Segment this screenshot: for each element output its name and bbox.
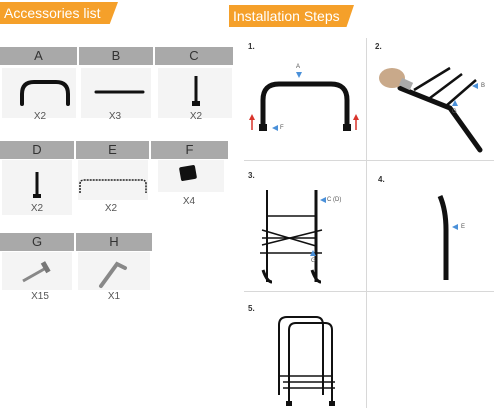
part-g-icon	[22, 266, 47, 283]
part-qty-e: X2	[104, 203, 118, 214]
part-qty-a: X2	[33, 111, 47, 122]
step-2-label-b: B	[481, 83, 486, 89]
part-header-c: C	[155, 47, 233, 65]
step-1-label-a: A	[296, 64, 301, 70]
step-number-3: 3.	[248, 171, 255, 180]
part-header-h: H	[76, 233, 152, 251]
part-qty-f: X4	[182, 196, 196, 207]
accessories-list-banner: Accessories list	[0, 2, 118, 24]
grid-divider-col	[366, 38, 367, 408]
part-g-head-icon	[40, 261, 51, 274]
part-header-d: D	[0, 141, 74, 159]
part-a-icon	[20, 80, 70, 106]
step-2-label-g: G	[452, 109, 457, 115]
part-c-foot-icon	[192, 101, 200, 106]
arrow-up-icon	[452, 100, 458, 106]
arrow-up-icon	[310, 250, 316, 256]
hand-icon	[379, 68, 405, 88]
step-1-label-f: F	[280, 125, 284, 131]
part-qty-h: X1	[107, 291, 121, 302]
arrow-left-icon	[272, 125, 278, 131]
part-header-a: A	[0, 47, 77, 65]
part-qty-d: X2	[30, 203, 44, 214]
part-qty-b: X3	[108, 111, 122, 122]
allen-key-icon	[398, 77, 414, 91]
arrow-down-icon	[296, 72, 302, 78]
part-header-g: G	[0, 233, 74, 251]
part-header-e: E	[76, 141, 149, 159]
arrow-left-icon	[320, 197, 326, 203]
part-thumb-a	[2, 68, 76, 118]
part-header-b: B	[79, 47, 153, 65]
part-thumb-g	[2, 252, 72, 290]
grid-divider-row2	[244, 291, 494, 292]
step-3-label-c-d: C (D)	[327, 197, 342, 203]
step-number-5: 5.	[248, 304, 255, 313]
part-d-foot-icon	[33, 194, 41, 198]
part-f-icon	[179, 165, 197, 181]
part-h-icon	[99, 261, 127, 288]
installation-steps-banner: Installation Steps	[229, 5, 354, 27]
step-3-label-g: G	[311, 258, 316, 264]
part-e-icon	[79, 179, 147, 193]
arrow-left-icon	[472, 83, 478, 89]
part-qty-g: X15	[31, 291, 49, 302]
arrow-left-icon	[452, 224, 458, 230]
grid-divider-row1	[244, 160, 494, 161]
step-number-2: 2.	[375, 42, 382, 51]
step-4-label-e: E	[461, 224, 466, 230]
step-number-1: 1.	[248, 42, 255, 51]
step-number-4: 4.	[378, 175, 385, 184]
part-qty-c: X2	[189, 111, 203, 122]
part-header-f: F	[151, 141, 228, 159]
